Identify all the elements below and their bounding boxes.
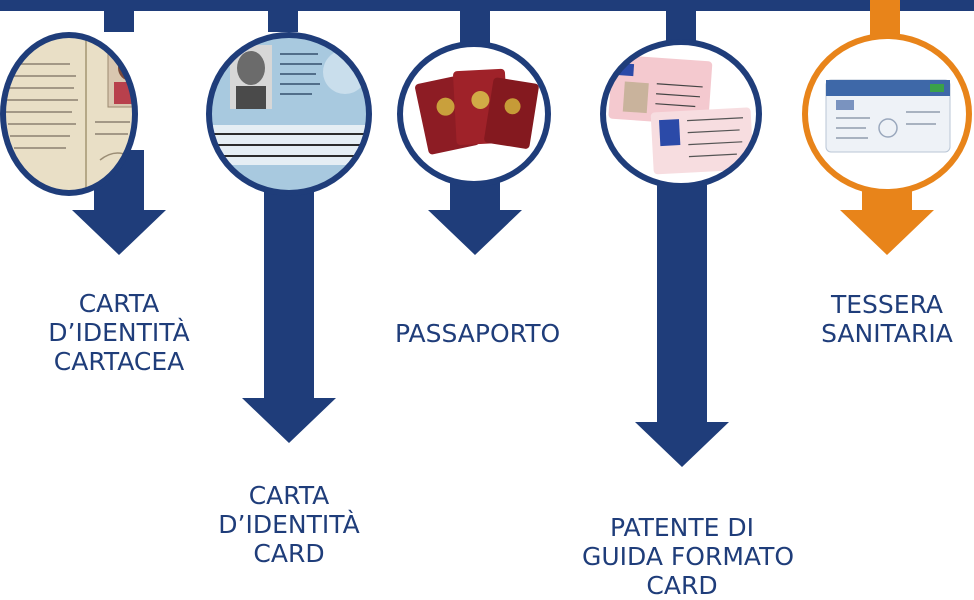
label-cartacea: CARTA D’IDENTITÀ CARTACEA — [39, 289, 199, 376]
connector-patente — [666, 0, 696, 44]
label-passaporto: PASSAPORTO — [395, 319, 561, 348]
label-line: SANITARIA — [821, 319, 953, 348]
document-image-cartacea — [0, 32, 138, 196]
label-line: PATENTE DI — [609, 513, 755, 542]
document-image-passaporto — [397, 41, 551, 187]
label-line: D’IDENTITÀ — [218, 510, 360, 539]
label-tessera: TESSERA SANITARIA — [807, 290, 967, 348]
arrows — [72, 150, 934, 467]
arrow-patente — [635, 150, 729, 467]
label-line: CARD — [253, 539, 325, 568]
label-line: TESSERA — [830, 290, 944, 319]
label-card: CARTA D’IDENTITÀ CARD — [209, 481, 369, 568]
label-line: CARTA — [78, 289, 160, 318]
label-line: CARD — [646, 571, 718, 600]
documents-diagram — [0, 0, 974, 467]
connectors — [104, 0, 900, 46]
label-line: PASSAPORTO — [395, 319, 561, 348]
connector-tessera — [870, 0, 900, 38]
document-image-card — [206, 32, 372, 196]
label-line: CARTACEA — [53, 347, 185, 376]
label-patente: PATENTE DI GUIDA FORMATO CARD — [582, 513, 795, 600]
label-line: GUIDA FORMATO — [582, 542, 795, 571]
connector-card — [268, 0, 298, 32]
document-image-patente — [600, 39, 762, 189]
text-lines — [6, 63, 130, 149]
label-line: CARTA — [248, 481, 330, 510]
connector-cartacea — [104, 0, 134, 32]
arrow-card — [242, 150, 336, 443]
label-line: D’IDENTITÀ — [48, 318, 190, 347]
connector-passaporto — [460, 0, 490, 46]
document-image-tessera — [802, 33, 972, 195]
